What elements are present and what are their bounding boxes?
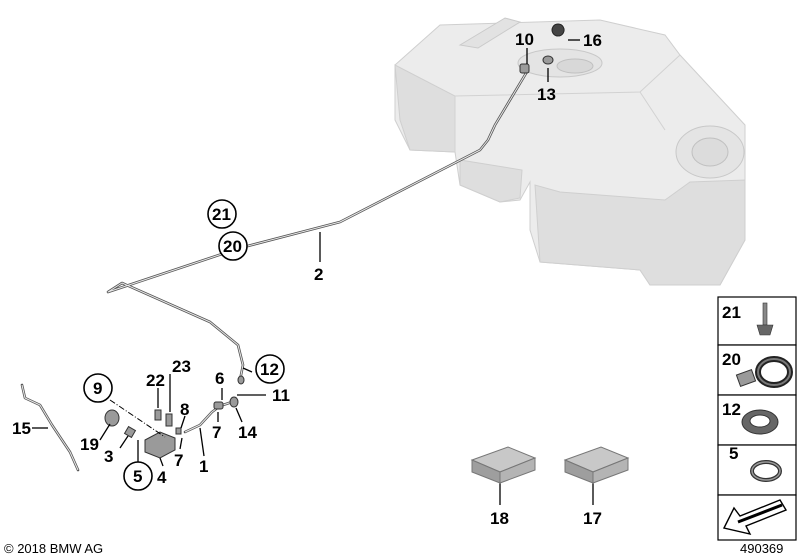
circle-5 <box>123 461 153 491</box>
seal-ring-icon <box>741 409 779 435</box>
label-14: 14 <box>238 423 257 442</box>
legend-label-5: 5 <box>729 444 738 463</box>
label-16: 16 <box>583 31 602 50</box>
callout-labels: 10 16 13 2 21 20 12 6 11 7 14 22 23 8 9 … <box>12 30 602 528</box>
label-9: 9 <box>93 379 102 398</box>
label-19: 19 <box>80 435 99 454</box>
o-ring-icon <box>750 460 782 482</box>
orientation-arrow-icon <box>722 499 788 536</box>
label-2: 2 <box>314 265 323 284</box>
legend-label-20: 20 <box>722 350 741 369</box>
label-10: 10 <box>515 30 534 49</box>
label-3: 3 <box>104 447 113 466</box>
label-17: 17 <box>583 509 602 528</box>
lower-assembly <box>20 375 245 472</box>
legend-label-12: 12 <box>722 400 741 419</box>
leader-lines <box>32 39 594 505</box>
label-5: 5 <box>133 467 142 486</box>
legend-label-21: 21 <box>722 303 741 322</box>
label-1: 1 <box>199 457 208 476</box>
label-23: 23 <box>172 357 191 376</box>
circle-9 <box>83 373 113 403</box>
label-7a: 7 <box>212 423 221 442</box>
circle-20 <box>218 231 248 261</box>
copyright-text: © 2018 BMW AG <box>4 541 103 556</box>
label-18: 18 <box>490 509 509 528</box>
tank-fittings <box>519 23 565 74</box>
fuel-tank-illustration <box>394 17 746 286</box>
label-8: 8 <box>180 400 189 419</box>
label-12: 12 <box>260 360 279 379</box>
box-part-17 <box>563 446 630 484</box>
label-11: 11 <box>272 386 290 405</box>
diagram-number: 490369 <box>740 541 783 556</box>
circle-12 <box>255 354 285 384</box>
circle-21 <box>207 199 237 229</box>
label-22: 22 <box>146 371 165 390</box>
label-15: 15 <box>12 419 31 438</box>
label-21: 21 <box>212 205 231 224</box>
fuel-line-main <box>106 68 530 382</box>
hose-clamp-icon <box>735 356 793 388</box>
label-13: 13 <box>537 85 556 104</box>
rivet-icon <box>756 302 774 336</box>
label-6: 6 <box>215 369 224 388</box>
box-part-18 <box>470 446 537 484</box>
label-4: 4 <box>157 468 167 487</box>
legend-panel: 21 20 12 5 <box>717 296 797 541</box>
label-20: 20 <box>223 237 242 256</box>
label-7b: 7 <box>174 451 183 470</box>
